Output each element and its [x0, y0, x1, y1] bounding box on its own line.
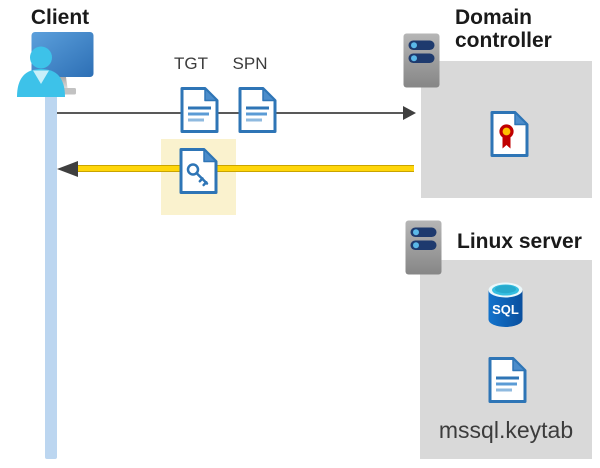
spn-document-icon [238, 87, 277, 133]
response-arrow-line [74, 165, 414, 172]
linux-server-label: Linux server [457, 230, 582, 253]
linux-server-icon [405, 220, 442, 275]
keytab-label: mssql.keytab [438, 417, 574, 443]
domain-controller-server-icon [403, 33, 440, 88]
keytab-document-icon [488, 357, 527, 403]
client-lifeline [45, 93, 57, 459]
sql-icon-text: SQL [492, 302, 519, 317]
response-arrowhead-icon [57, 161, 78, 177]
client-monitor-user-icon [17, 32, 94, 97]
certificate-icon [490, 111, 529, 157]
tgt-document-icon [180, 87, 219, 133]
tgt-label: TGT [174, 54, 208, 73]
request-arrowhead-icon [403, 106, 416, 120]
spn-label: SPN [232, 54, 268, 73]
request-arrow-line [57, 112, 404, 114]
client-label: Client [30, 6, 90, 29]
sql-database-icon: SQL [488, 282, 523, 327]
key-document-icon [179, 148, 218, 194]
domain-controller-label: Domain controller [455, 6, 552, 52]
